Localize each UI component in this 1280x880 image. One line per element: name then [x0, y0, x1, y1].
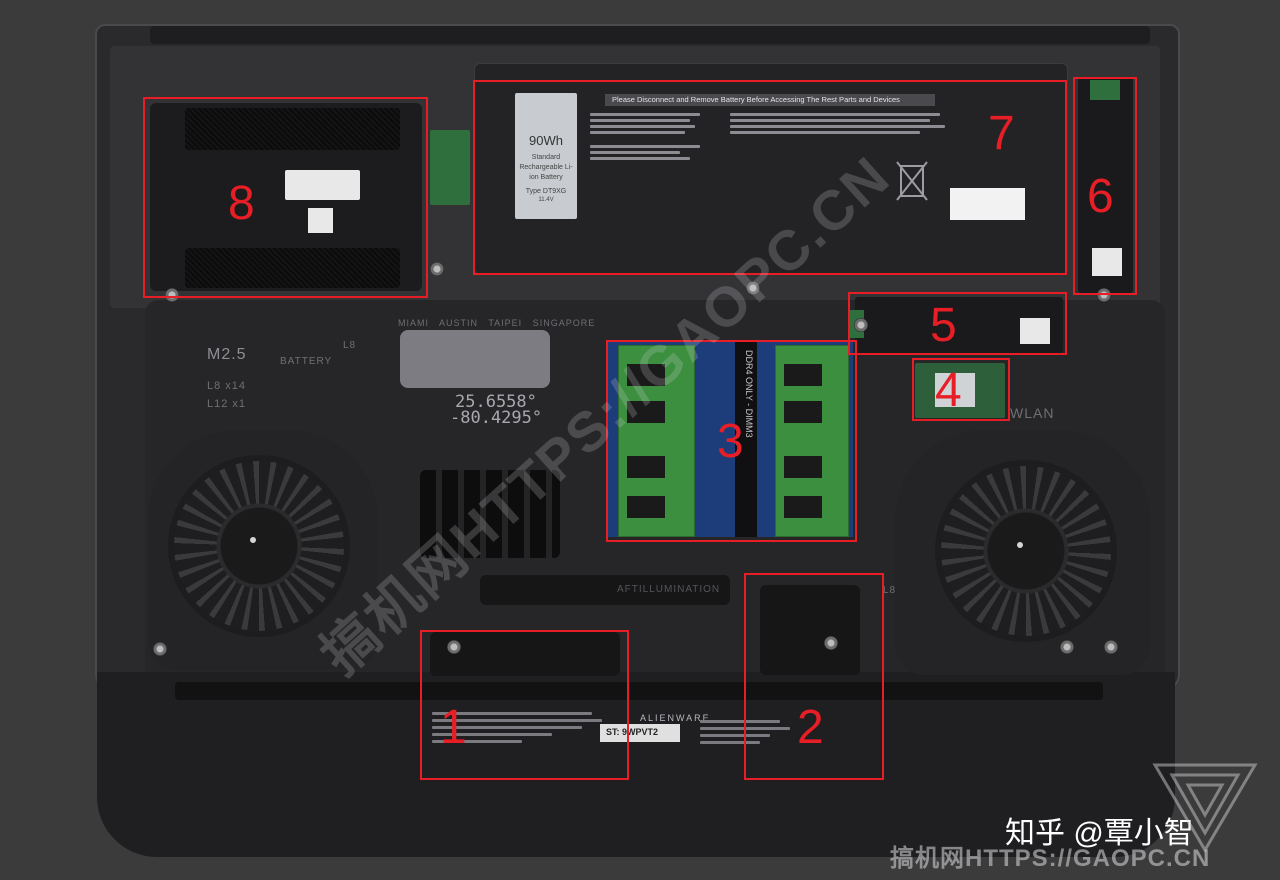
screw-icon	[153, 642, 167, 656]
wlan-engraving: WLAN	[1010, 405, 1055, 421]
heatpipe-center	[480, 575, 730, 605]
left-fan	[168, 455, 350, 637]
battery-engraving: BATTERY	[280, 356, 333, 367]
screw-size-engraving: M2.5	[207, 346, 247, 363]
battery-warning-strip	[605, 94, 935, 106]
service-tag-label	[600, 724, 680, 742]
battery-description: Standard Rechargeable Li-ion Battery	[519, 154, 573, 181]
l8-engraving-right: L8	[883, 585, 897, 596]
annotation-label-3: 3	[717, 415, 744, 468]
ram-module-right	[775, 345, 849, 537]
annotation-label-4: 4	[935, 364, 962, 417]
rear-vent-rail	[150, 26, 1150, 44]
right-fan-hub-icon	[1017, 542, 1023, 548]
screw-l12-engraving: L12 x1	[207, 398, 247, 410]
screw-icon	[746, 281, 760, 295]
annotation-label-6: 6	[1087, 170, 1114, 223]
annotation-box-4	[912, 358, 1010, 421]
annotation-box-2	[744, 573, 884, 780]
screw-icon	[447, 640, 461, 654]
battery-regulatory-text	[590, 95, 960, 215]
screw-icon	[165, 288, 179, 302]
foam-pad-bottom	[185, 248, 400, 288]
battery-capacity: 90Wh	[529, 133, 563, 148]
battery-spec-label	[515, 93, 577, 219]
alienware-wordmark: ALIENWARE	[640, 713, 711, 723]
ram-module-left	[618, 345, 695, 537]
ram-slot-latch	[735, 342, 757, 537]
bottom-watermark: 搞机网HTTPS://GAOPC.CN	[890, 845, 1211, 872]
screw-l8-engraving: L8 x14	[207, 380, 247, 392]
annotation-box-3	[606, 340, 857, 542]
wlan-chip-label	[935, 373, 975, 407]
front-lip	[97, 672, 1175, 857]
battery-voltage: 11.4V	[538, 197, 554, 203]
screw-icon	[430, 262, 444, 276]
front-lip-ridge	[175, 682, 1103, 700]
ssd6-connector	[1090, 80, 1120, 100]
annotation-box-1	[420, 630, 629, 780]
annotation-box-8	[143, 97, 428, 298]
screw-icon	[1104, 640, 1118, 654]
v-logo-icon	[1150, 755, 1260, 855]
annotation-label-2: 2	[797, 701, 824, 754]
ram-slot-text: DDR4 ONLY - DIMM3	[744, 350, 754, 438]
ssd6-qr-label	[1092, 248, 1122, 276]
ribbon-cable	[430, 130, 470, 205]
screw-icon	[1097, 288, 1111, 302]
alien-illumination-engraving: AFTILLUMINATION	[617, 584, 721, 595]
l8-engraving: L8	[343, 340, 357, 351]
cities-engraving: MIAMI AUSTIN TAIPEI SINGAPORE	[398, 318, 596, 328]
alienware-9-logo	[400, 330, 550, 388]
battery-type: Type DT9XG	[525, 188, 567, 195]
ssd5-qr-label	[1020, 318, 1050, 344]
foam-pad-top	[185, 108, 400, 150]
heatpipe-right	[760, 585, 860, 675]
zhihu-author-handle: 知乎 @覃小智	[1005, 817, 1194, 850]
screw-icon	[1060, 640, 1074, 654]
annotation-box-7	[473, 80, 1067, 275]
vent-grille	[420, 470, 560, 558]
heatpipe-left	[430, 632, 620, 676]
coordinates-longitude: -80.4295°	[450, 408, 543, 428]
annotation-box-5	[848, 292, 1067, 355]
right-fan	[935, 460, 1117, 642]
annotation-box-6	[1073, 77, 1137, 295]
recycle-bin-icon	[895, 158, 929, 202]
screw-icon	[824, 636, 838, 650]
annotation-label-7: 7	[988, 107, 1015, 160]
annotation-label-5: 5	[930, 299, 957, 352]
battery-warning-text: Please Disconnect and Remove Battery Bef…	[612, 95, 900, 104]
ssd-qr-sticker	[308, 208, 333, 233]
battery-barcode-label	[950, 188, 1025, 220]
ssd-label-sticker	[285, 170, 360, 200]
annotation-label-8: 8	[228, 177, 255, 230]
coordinates-latitude: 25.6558°	[455, 392, 537, 412]
left-fan-hub-icon	[250, 537, 256, 543]
screw-icon	[854, 318, 868, 332]
annotation-label-1: 1	[440, 701, 467, 754]
service-tag-text: ST: 9WPVT2	[606, 727, 659, 737]
